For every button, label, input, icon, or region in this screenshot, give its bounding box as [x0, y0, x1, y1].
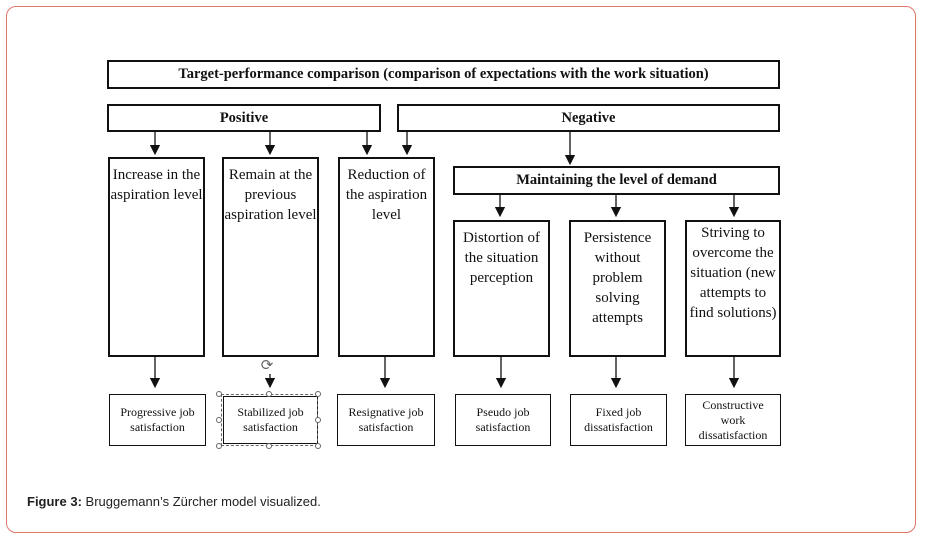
- outcome-resignative: Resignative job satisfaction: [337, 394, 435, 446]
- resize-handle-icon[interactable]: [315, 417, 321, 423]
- positive-box: Positive: [107, 104, 381, 132]
- persistence-box: Persistence without problem solving atte…: [569, 220, 666, 357]
- reduction-aspiration-box: Reduction of the aspiration level: [338, 157, 435, 357]
- rotate-handle-icon[interactable]: ⟳: [260, 356, 274, 374]
- increase-aspiration-box: Increase in the aspiration level: [108, 157, 205, 357]
- maintaining-box: Maintaining the level of demand: [453, 166, 780, 195]
- resize-handle-icon[interactable]: [216, 391, 222, 397]
- resize-handle-icon[interactable]: [216, 417, 222, 423]
- outcome-fixed: Fixed job dissatisfaction: [570, 394, 667, 446]
- remain-aspiration-box: Remain at the previous aspiration level: [222, 157, 319, 357]
- outcome-pseudo: Pseudo job satisfaction: [455, 394, 551, 446]
- caption-label: Figure 3:: [27, 494, 82, 509]
- resize-handle-icon[interactable]: [266, 391, 272, 397]
- striving-box: Striving to overcome the situation (new …: [685, 220, 781, 357]
- distortion-box: Distortion of the situation perception: [453, 220, 550, 357]
- outcome-progressive: Progressive job satisfaction: [109, 394, 206, 446]
- outcome-constructive: Constructive work dissatisfaction: [685, 394, 781, 446]
- selection-outline[interactable]: [221, 394, 318, 446]
- resize-handle-icon[interactable]: [315, 443, 321, 449]
- resize-handle-icon[interactable]: [266, 443, 272, 449]
- resize-handle-icon[interactable]: [216, 443, 222, 449]
- target-performance-box: Target-performance comparison (compariso…: [107, 60, 780, 89]
- negative-box: Negative: [397, 104, 780, 132]
- caption-text: Bruggemann’s Zürcher model visualized.: [81, 494, 321, 509]
- figure-caption: Figure 3: Bruggemann’s Zürcher model vis…: [27, 494, 321, 509]
- resize-handle-icon[interactable]: [315, 391, 321, 397]
